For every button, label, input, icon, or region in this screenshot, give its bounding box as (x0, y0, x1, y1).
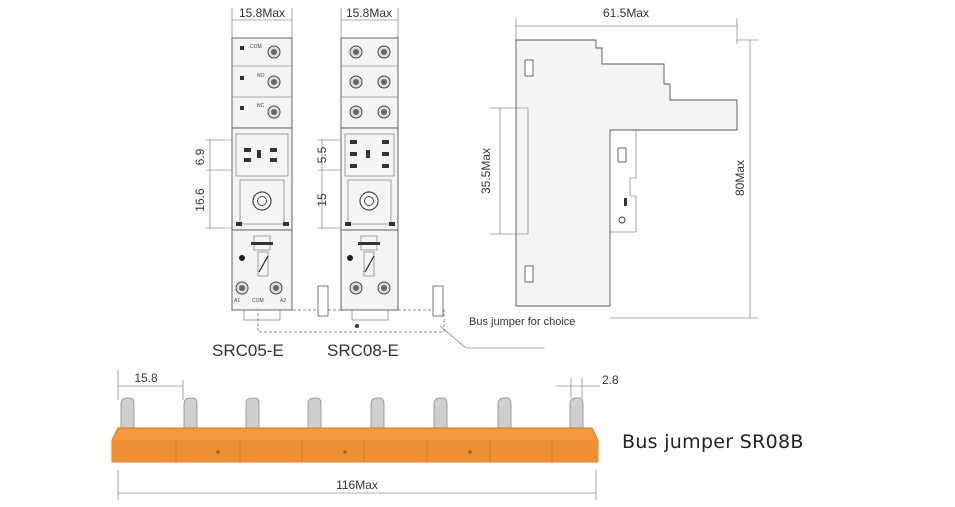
bus-jumper-title: Bus jumper SR08B (622, 431, 804, 453)
label-src08: SRC08-E (327, 341, 399, 360)
mark-a2-left: A2 (280, 298, 286, 304)
src08-socket: 15.8Max (315, 6, 399, 321)
label-src05: SRC05-E (212, 341, 284, 360)
side-view: 61.5Max 35.5Max 80Max (479, 6, 758, 319)
dim-rail-height: 35.5Max (479, 148, 493, 194)
dim-mid-15: 15 (315, 193, 329, 207)
bus-jumper-outline: Bus jumper for choice (257, 285, 575, 349)
mark-nc-left: NC (257, 103, 265, 109)
dim-jumper-length: 116Max (336, 478, 378, 492)
dim-mid-5-5: 5.5 (315, 146, 329, 163)
dim-width-mid: 15.8Max (346, 6, 392, 20)
dim-pin-width: 2.8 (602, 373, 619, 387)
mark-com2-left: COM (252, 298, 264, 304)
mark-no-left: NO (257, 73, 265, 79)
mark-com-left: COM (250, 44, 262, 50)
dim-side-width: 61.5Max (603, 6, 649, 20)
dim-left-6-9: 6.9 (193, 148, 207, 165)
dim-total-height: 80Max (733, 160, 747, 196)
bus-jumper-note: Bus jumper for choice (469, 316, 575, 328)
bus-jumper-sr08b: 15.8 2.8 (111, 370, 804, 500)
src05-socket: 15.8Max COM NO NC (193, 6, 293, 321)
mark-a1-left: A1 (234, 298, 240, 304)
dim-pitch: 15.8 (134, 371, 158, 385)
dim-width-left: 15.8Max (239, 6, 285, 20)
dim-left-16-6: 16.6 (193, 188, 207, 212)
